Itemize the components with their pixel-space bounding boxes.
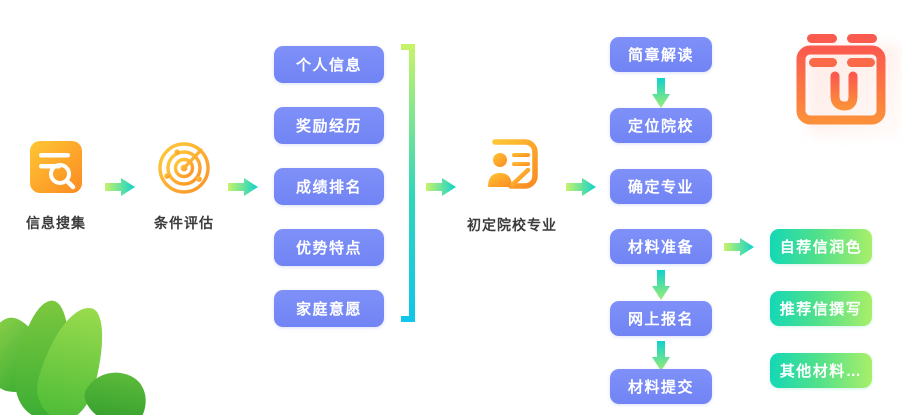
material-item-1[interactable]: 推荐信撰写: [770, 291, 872, 326]
pill-label: 家庭意愿: [295, 301, 362, 318]
material-item-2[interactable]: 其他材料…: [770, 353, 872, 388]
pill-label: 其他材料…: [779, 363, 863, 380]
profile-item-3[interactable]: 优势特点: [274, 229, 384, 266]
application-step-3[interactable]: 材料准备: [610, 229, 712, 264]
stage-info-collect[interactable]: 信息搜集: [12, 138, 100, 233]
arrow-down-icon: [652, 78, 670, 108]
application-step-2[interactable]: 确定专业: [610, 169, 712, 204]
stage-school-major[interactable]: 初定院校专业: [462, 136, 562, 235]
target-radar-icon: [155, 138, 213, 201]
application-step-5[interactable]: 材料提交: [610, 369, 712, 404]
leaf-shape: [10, 296, 78, 415]
stage-label: 条件评估: [154, 215, 214, 231]
pill-label: 材料提交: [627, 379, 694, 396]
pill-label: 定位院校: [627, 118, 694, 135]
brand-logo-glyph: [796, 34, 886, 125]
leaf-shape: [0, 309, 56, 401]
pill-label: 确定专业: [627, 179, 694, 196]
pill-label: 简章解读: [627, 47, 694, 64]
brand-logo-shadow: [808, 44, 902, 136]
stage-condition-eval[interactable]: 条件评估: [140, 138, 228, 233]
application-step-4[interactable]: 网上报名: [610, 301, 712, 336]
pill-label: 成绩排名: [295, 179, 362, 196]
application-step-1[interactable]: 定位院校: [610, 108, 712, 143]
group-bracket: [401, 44, 415, 322]
pill-label: 奖励经历: [295, 118, 362, 135]
document-search-icon: [27, 138, 85, 201]
profile-item-1[interactable]: 奖励经历: [274, 107, 384, 144]
pill-label: 材料准备: [627, 239, 694, 256]
pill-label: 个人信息: [295, 57, 362, 74]
pill-label: 自荐信润色: [779, 239, 863, 256]
leaf-shape: [29, 299, 115, 415]
arrow-down-icon: [652, 270, 670, 300]
pill-label: 推荐信撰写: [779, 301, 863, 318]
profile-resume-icon: [481, 136, 543, 203]
arrow-right-icon: [426, 178, 456, 196]
pill-label: 网上报名: [627, 311, 694, 328]
stage-label: 信息搜集: [26, 215, 86, 231]
stage-label: 初定院校专业: [467, 217, 557, 233]
arrow-right-icon: [105, 178, 135, 196]
leaf-shape: [77, 359, 157, 415]
arrow-down-icon: [652, 341, 670, 371]
profile-item-4[interactable]: 家庭意愿: [274, 290, 384, 327]
material-item-0[interactable]: 自荐信润色: [770, 229, 872, 264]
arrow-right-icon: [228, 178, 258, 196]
arrow-right-icon: [724, 238, 754, 256]
application-step-0[interactable]: 简章解读: [610, 37, 712, 72]
profile-item-0[interactable]: 个人信息: [274, 46, 384, 83]
arrow-right-icon: [566, 178, 596, 196]
pill-label: 优势特点: [295, 240, 362, 257]
profile-item-2[interactable]: 成绩排名: [274, 168, 384, 205]
